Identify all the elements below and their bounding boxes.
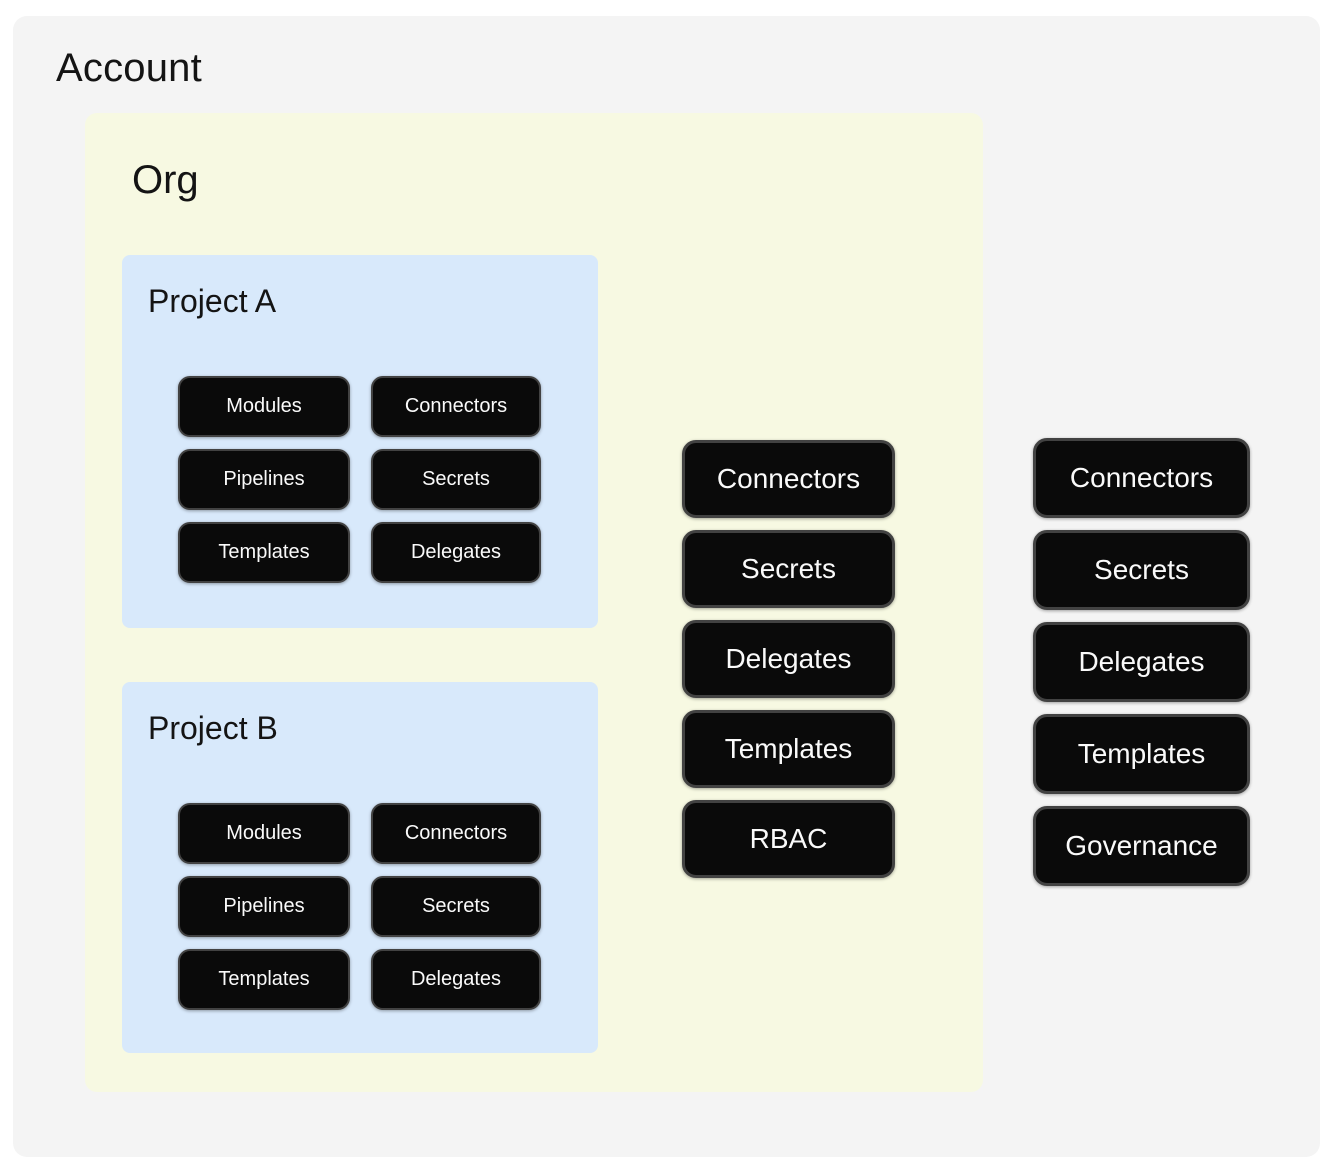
- project-b-title: Project B: [148, 710, 278, 746]
- project-b-resource-grid: Modules Connectors Pipelines Secrets Tem…: [178, 803, 541, 1010]
- project-a-node-modules: Modules: [178, 376, 350, 437]
- project-b-node-modules: Modules: [178, 803, 350, 864]
- org-node-secrets: Secrets: [682, 530, 895, 608]
- org-scope-container: Org Project A Modules Connectors Pipelin…: [85, 113, 983, 1092]
- org-node-delegates: Delegates: [682, 620, 895, 698]
- project-a-container: Project A Modules Connectors Pipelines S…: [122, 255, 598, 628]
- project-b-node-pipelines: Pipelines: [178, 876, 350, 937]
- project-b-node-delegates: Delegates: [371, 949, 541, 1010]
- project-a-title: Project A: [148, 283, 277, 319]
- org-scope-title: Org: [132, 158, 199, 202]
- project-b-node-templates: Templates: [178, 949, 350, 1010]
- project-b-container: Project B Modules Connectors Pipelines S…: [122, 682, 598, 1053]
- project-a-node-delegates: Delegates: [371, 522, 541, 583]
- org-resource-column: Connectors Secrets Delegates Templates R…: [682, 440, 895, 878]
- account-node-templates: Templates: [1033, 714, 1250, 794]
- account-scope-title: Account: [56, 46, 202, 90]
- account-scope-container: Account Org Project A Modules Connectors…: [13, 16, 1320, 1157]
- org-node-connectors: Connectors: [682, 440, 895, 518]
- project-a-node-connectors: Connectors: [371, 376, 541, 437]
- account-node-delegates: Delegates: [1033, 622, 1250, 702]
- account-node-secrets: Secrets: [1033, 530, 1250, 610]
- project-a-resource-grid: Modules Connectors Pipelines Secrets Tem…: [178, 376, 541, 583]
- account-node-governance: Governance: [1033, 806, 1250, 886]
- account-node-connectors: Connectors: [1033, 438, 1250, 518]
- project-b-node-secrets: Secrets: [371, 876, 541, 937]
- project-b-node-connectors: Connectors: [371, 803, 541, 864]
- org-node-templates: Templates: [682, 710, 895, 788]
- org-node-rbac: RBAC: [682, 800, 895, 878]
- project-a-node-pipelines: Pipelines: [178, 449, 350, 510]
- account-resource-column: Connectors Secrets Delegates Templates G…: [1033, 438, 1250, 886]
- project-a-node-secrets: Secrets: [371, 449, 541, 510]
- project-a-node-templates: Templates: [178, 522, 350, 583]
